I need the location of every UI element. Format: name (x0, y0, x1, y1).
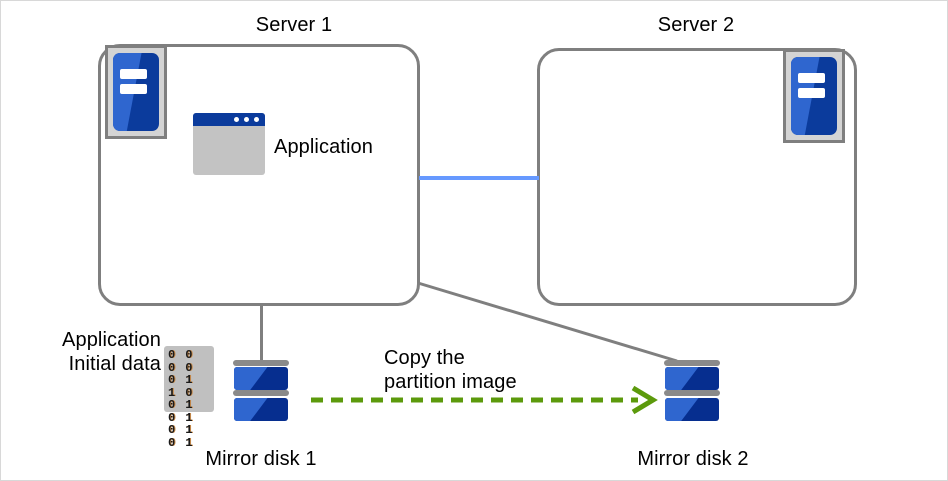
app-window-dot-1 (234, 117, 239, 122)
app-titlebar (193, 113, 265, 126)
app-window-dot-3 (254, 117, 259, 122)
server-slot-bar-2 (120, 84, 148, 95)
application-label: Application (274, 136, 373, 158)
binary-row: 0 1 0 1 (168, 423, 194, 450)
disk-plate-top (664, 360, 720, 366)
disk-plate-top (233, 360, 289, 366)
server-chassis (113, 53, 159, 131)
disk-plate-middle (664, 390, 720, 396)
disk-plate-middle (233, 390, 289, 396)
server1-title: Server 1 (255, 14, 333, 36)
server-chassis (791, 57, 837, 135)
binary-row: 0 0 0 0 (168, 348, 194, 375)
disk-slab-upper (234, 367, 288, 390)
server1-to-mirrordisk1-line (260, 304, 263, 360)
server2-machine-icon (783, 49, 845, 143)
app-window-dot-2 (244, 117, 249, 122)
disk-slab-lower (234, 398, 288, 421)
mirror-disk-1-label: Mirror disk 1 (205, 448, 317, 470)
server-slot-bar-2 (798, 88, 826, 99)
heartbeat-interconnect-line (419, 176, 539, 180)
server2-title: Server 2 (657, 14, 735, 36)
copy-arrow-head (631, 385, 658, 415)
disk-slab-lower (665, 398, 719, 421)
server-slot-bar-1 (798, 72, 826, 83)
application-window-icon (193, 113, 265, 175)
copy-caption-line2: partition image (384, 371, 517, 393)
server1-box (98, 44, 420, 306)
disk-slab-upper (665, 367, 719, 390)
binary-row: 0 1 1 0 (168, 373, 194, 400)
mirror-disk-2-icon (664, 360, 720, 426)
mirror-disk-1-icon (233, 360, 289, 426)
server1-machine-icon (105, 45, 167, 139)
initial-data-label-line2: Initial data (68, 353, 161, 375)
binary-row: 0 1 0 1 (168, 398, 194, 425)
mirror-disk-2-label: Mirror disk 2 (637, 448, 749, 470)
binary-data-chip: 0 0 0 0 0 1 1 0 0 1 0 1 0 1 0 1 (164, 346, 214, 449)
initial-data-label-line1: Application (62, 329, 161, 351)
copy-caption-line1: Copy the (384, 347, 465, 369)
server-slot-bar-1 (120, 68, 148, 79)
